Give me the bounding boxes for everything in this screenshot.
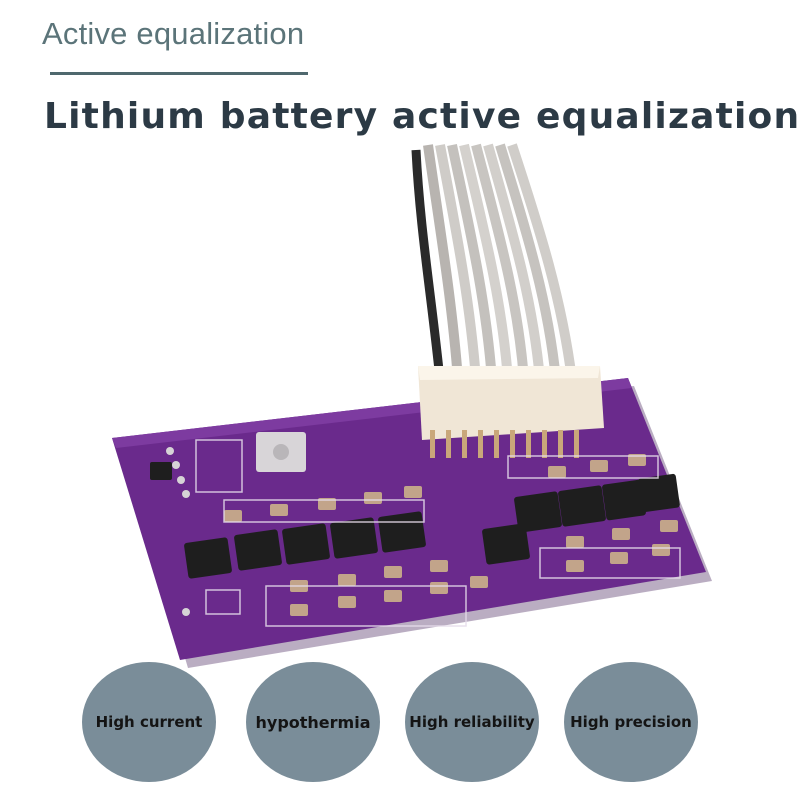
feature-label: High current (95, 713, 203, 731)
feature-high-precision: High precision (564, 662, 698, 782)
section-divider (50, 72, 308, 75)
feature-label: High precision (570, 713, 692, 731)
feature-high-current: High current (82, 662, 216, 782)
feature-hypothermia: hypothermia (246, 662, 380, 782)
feature-label: hypothermia (255, 712, 371, 732)
section-label: Active equalization (42, 16, 305, 51)
page-title: Lithium battery active equalization (44, 96, 800, 137)
feature-label: High reliability (409, 713, 535, 731)
connector (418, 366, 604, 458)
wire-bundle (411, 143, 577, 381)
feature-high-reliability: High reliability (405, 662, 539, 782)
